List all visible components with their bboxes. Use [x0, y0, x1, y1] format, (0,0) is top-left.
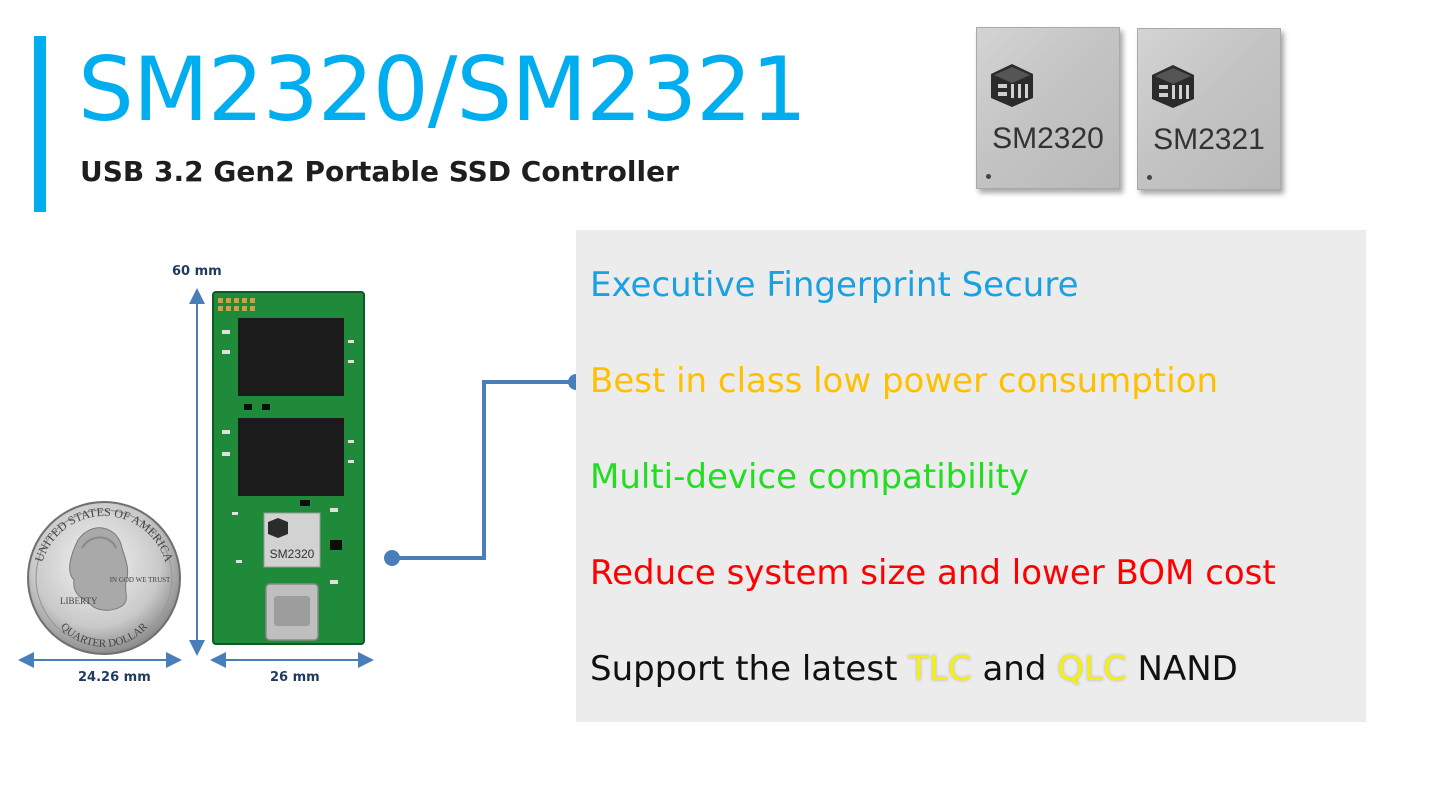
chip-label: SM2320 — [992, 122, 1104, 155]
feature-nand-text-1: Support the latest — [590, 649, 909, 689]
page-title: SM2320/SM2321 — [78, 38, 807, 141]
feature-nand-support: Support the latest TLC and QLC NAND — [590, 646, 1238, 692]
dimension-arrows — [18, 288, 374, 668]
length-label: 60 mm — [172, 264, 222, 279]
ssd-board-image: SM2320 — [212, 291, 365, 645]
feature-low-power: Best in class low power consumption — [590, 361, 1219, 401]
coin-width-label: 24.26 mm — [78, 670, 151, 685]
chip-pin1-dot — [986, 174, 991, 179]
quarter-coin-image — [27, 501, 181, 655]
feature-fingerprint: Executive Fingerprint Secure — [590, 265, 1079, 305]
page-subtitle: USB 3.2 Gen2 Portable SSD Controller — [80, 155, 679, 188]
smi-logo-icon — [1152, 65, 1194, 108]
chip-sm2320-image: SM2320 — [976, 27, 1120, 189]
feature-qlc-highlight: QLC — [1057, 649, 1127, 689]
svg-text:QUARTER DOLLAR: QUARTER DOLLAR — [58, 620, 150, 650]
feature-bom-cost: Reduce system size and lower BOM cost — [590, 553, 1276, 593]
chip-sm2321-image: SM2321 — [1137, 28, 1281, 190]
feature-nand-text-3: NAND — [1126, 649, 1238, 689]
coin-liberty-text: LIBERTY — [60, 596, 98, 606]
features-panel: Executive Fingerprint Secure Best in cla… — [576, 230, 1366, 722]
feature-compatibility: Multi-device compatibility — [590, 457, 1030, 497]
coin-bottom-text: QUARTER DOLLAR — [58, 620, 150, 650]
smi-logo-icon — [991, 64, 1033, 107]
chip-pin1-dot — [1147, 175, 1152, 180]
feature-tlc-highlight: TLC — [908, 649, 972, 689]
title-accent-bar — [34, 36, 46, 212]
board-width-label: 26 mm — [270, 670, 320, 685]
coin-top-text: UNITED STATES OF AMERICA — [32, 505, 176, 564]
svg-text:UNITED STATES OF AMERICA: UNITED STATES OF AMERICA — [32, 505, 176, 564]
chip-label: SM2321 — [1153, 123, 1265, 156]
feature-nand-text-2: and — [971, 649, 1058, 689]
coin-motto-text: IN GOD WE TRUST — [110, 576, 171, 584]
board-controller-label: SM2320 — [270, 547, 315, 561]
